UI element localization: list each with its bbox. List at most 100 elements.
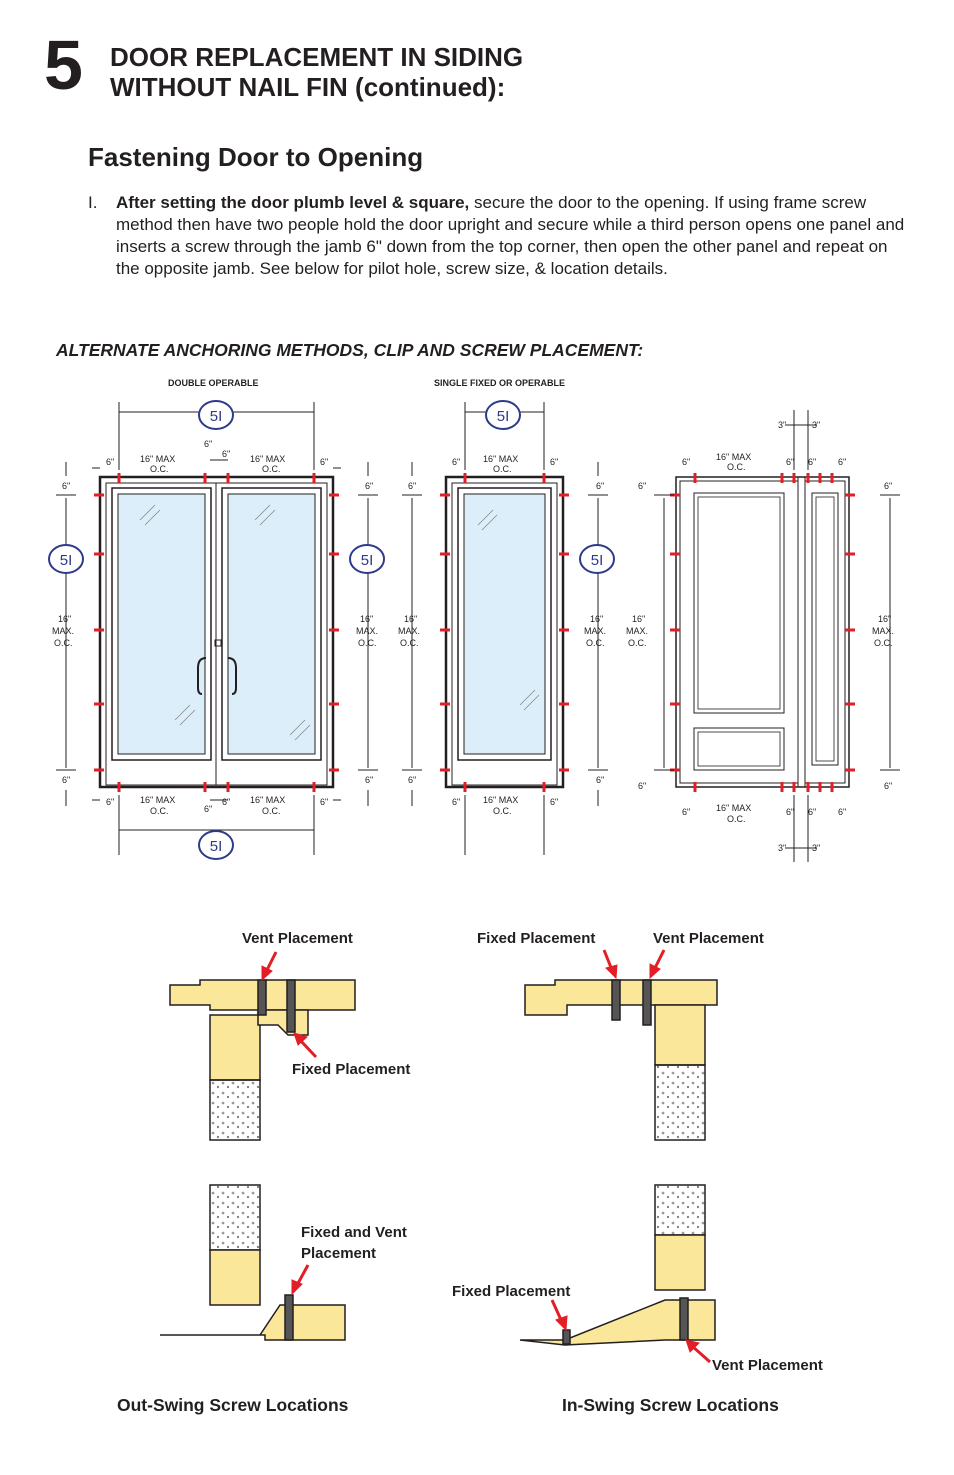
svg-text:O.C.: O.C. [358, 638, 377, 648]
svg-text:16": 16" [404, 614, 417, 624]
svg-text:6": 6" [808, 457, 816, 467]
svg-text:O.C.: O.C. [150, 806, 169, 816]
svg-text:6": 6" [408, 775, 416, 785]
svg-text:6": 6" [838, 807, 846, 817]
svg-text:6": 6" [320, 797, 328, 807]
svg-text:6": 6" [222, 449, 230, 459]
outswing-head-section [169, 979, 356, 1141]
step-instruction: I. After setting the door plumb level & … [88, 192, 908, 280]
step-title: DOOR REPLACEMENT IN SIDING WITHOUT NAIL … [110, 42, 630, 102]
double-operable-label: DOUBLE OPERABLE [168, 378, 259, 388]
svg-text:6": 6" [596, 775, 604, 785]
inswing-head-arrows [602, 949, 666, 980]
svg-text:6": 6" [638, 481, 646, 491]
step-bold-text: After setting the door plumb level & squ… [116, 193, 470, 212]
svg-text:O.C.: O.C. [874, 638, 893, 648]
double-door-dim-text: 6" 16" MAX O.C. 6" 6" 16" MAX O.C. 6" 6"… [52, 439, 378, 816]
svg-text:6": 6" [808, 807, 816, 817]
double-door-dimensions [56, 402, 378, 855]
svg-text:O.C.: O.C. [262, 806, 281, 816]
svg-text:5I: 5I [497, 408, 510, 425]
sidelite-dim-text: 3" 3" 6" 16" MAX O.C. 6" 6" 6" 6" 6" 16"… [626, 420, 894, 853]
outswing-fixed-placement-label: Fixed Placement [292, 1061, 410, 1078]
svg-text:16" MAX: 16" MAX [483, 454, 518, 464]
svg-text:3": 3" [778, 420, 786, 430]
double-door-screw-markers [94, 473, 339, 792]
svg-text:5I: 5I [60, 552, 73, 569]
svg-text:6": 6" [452, 457, 460, 467]
svg-text:O.C.: O.C. [150, 464, 169, 474]
svg-text:6": 6" [365, 775, 373, 785]
outswing-vent-placement-label: Vent Placement [242, 930, 353, 947]
step-text: secure the door to the opening. If using… [116, 193, 905, 278]
svg-text:6": 6" [452, 797, 460, 807]
svg-text:3": 3" [812, 420, 820, 430]
outswing-head-arrows [261, 951, 318, 1059]
svg-text:MAX.: MAX. [356, 626, 378, 636]
svg-text:6": 6" [106, 797, 114, 807]
inswing-sill-arrows [550, 1299, 711, 1364]
screw-location-sections: Vent Placement Fixed Placement Fixed and… [160, 930, 823, 1374]
svg-text:16" MAX: 16" MAX [250, 454, 285, 464]
step-title-line2: WITHOUT NAIL FIN (continued): [110, 72, 506, 102]
outswing-sill-arrows [291, 1264, 310, 1296]
svg-text:MAX.: MAX. [398, 626, 420, 636]
svg-text:O.C.: O.C. [54, 638, 73, 648]
svg-text:6": 6" [682, 457, 690, 467]
svg-text:O.C.: O.C. [493, 806, 512, 816]
single-door-elevation [444, 475, 565, 789]
svg-text:5I: 5I [591, 552, 604, 569]
inswing-caption: In-Swing Screw Locations [562, 1395, 779, 1415]
svg-text:O.C.: O.C. [400, 638, 419, 648]
svg-text:O.C.: O.C. [493, 464, 512, 474]
step-title-line1: DOOR REPLACEMENT IN SIDING [110, 42, 524, 72]
svg-text:6": 6" [222, 797, 230, 807]
svg-text:16": 16" [632, 614, 645, 624]
svg-text:5I: 5I [210, 838, 223, 855]
door-elevation-diagrams: DOUBLE OPERABLE SINGLE FIXED OR OPERABLE [48, 378, 900, 862]
section-heading: Fastening Door to Opening [88, 142, 424, 172]
step-body: After setting the door plumb level & squ… [116, 192, 908, 280]
svg-text:6": 6" [62, 481, 70, 491]
svg-text:16": 16" [360, 614, 373, 624]
svg-text:O.C.: O.C. [586, 638, 605, 648]
inswing-sill-section [519, 1184, 716, 1346]
single-door-screw-markers [440, 473, 569, 792]
sidelite-door-elevation [675, 476, 850, 788]
single-operable-label: SINGLE FIXED OR OPERABLE [434, 378, 565, 388]
outswing-fixed-vent-label1: Fixed and Vent [301, 1224, 407, 1241]
svg-text:6": 6" [682, 807, 690, 817]
svg-text:6": 6" [838, 457, 846, 467]
svg-text:6": 6" [320, 457, 328, 467]
inswing-fixed-placement-label: Fixed Placement [477, 930, 595, 947]
svg-text:16" MAX: 16" MAX [140, 795, 175, 805]
svg-text:6": 6" [884, 481, 892, 491]
svg-text:O.C.: O.C. [262, 464, 281, 474]
svg-text:6": 6" [106, 457, 114, 467]
svg-text:MAX.: MAX. [584, 626, 606, 636]
svg-text:6": 6" [786, 807, 794, 817]
svg-text:5I: 5I [210, 408, 223, 425]
inswing-vent-placement-label: Vent Placement [653, 930, 764, 947]
sidelite-dimensions [654, 410, 900, 862]
double-door-callouts: 5I 5I 5I 5I [48, 400, 385, 860]
svg-text:16" MAX: 16" MAX [483, 795, 518, 805]
svg-text:16" MAX: 16" MAX [250, 795, 285, 805]
inswing-sill-fixed-label: Fixed Placement [452, 1283, 570, 1300]
svg-text:6": 6" [62, 775, 70, 785]
inswing-head-section [524, 979, 718, 1141]
svg-text:O.C.: O.C. [628, 638, 647, 648]
svg-text:MAX.: MAX. [626, 626, 648, 636]
svg-text:6": 6" [550, 457, 558, 467]
outswing-fixed-vent-label2: Placement [301, 1245, 376, 1262]
alt-anchoring-heading: ALTERNATE ANCHORING METHODS, CLIP AND SC… [56, 340, 644, 360]
svg-text:16": 16" [58, 614, 71, 624]
double-door-elevation [98, 475, 335, 789]
svg-text:6": 6" [786, 457, 794, 467]
step-marker: I. [88, 193, 98, 212]
svg-text:6": 6" [638, 781, 646, 791]
svg-text:16" MAX: 16" MAX [140, 454, 175, 464]
svg-text:6": 6" [550, 797, 558, 807]
svg-text:6": 6" [204, 804, 212, 814]
single-door-dim-text: 6" 16" MAX O.C. 6" 6" 6" 16" MAX. O.C. 1… [398, 454, 606, 816]
